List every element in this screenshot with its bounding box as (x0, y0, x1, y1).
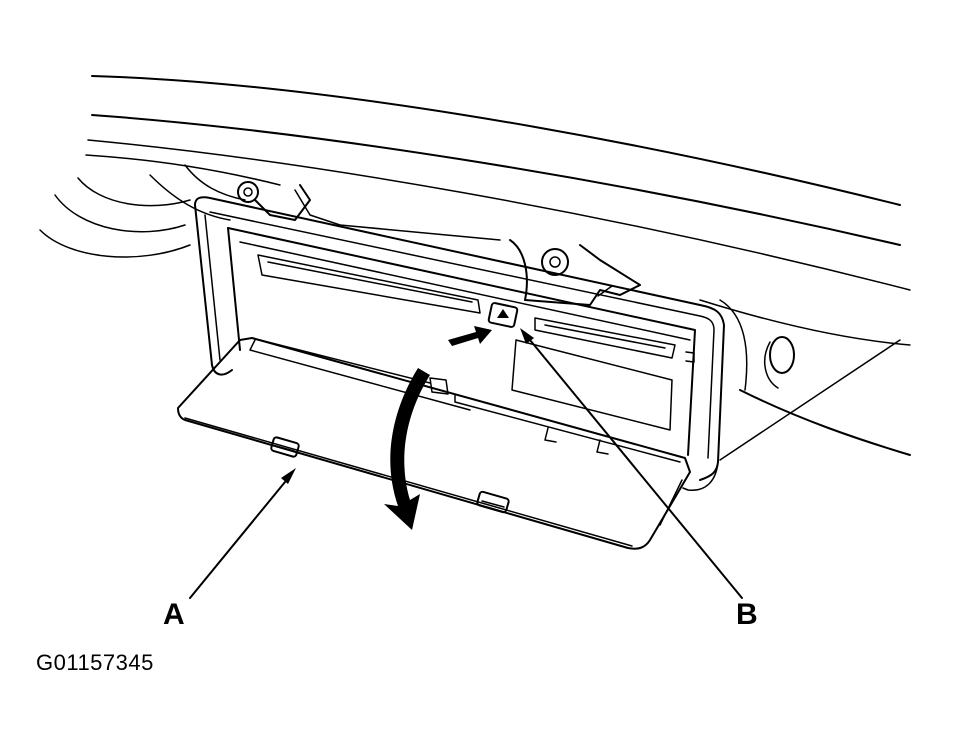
fuse-box-inner-panel (227, 227, 696, 456)
leader-line-a (189, 468, 296, 599)
fuse-box-housing (194, 196, 725, 491)
right-bolt-boss (719, 299, 795, 391)
open-direction-arrow (384, 368, 430, 530)
leader-line-b (520, 328, 743, 599)
dashboard-underside (85, 75, 911, 461)
release-tab-arrow (448, 326, 492, 346)
left-trim-curves (39, 164, 246, 258)
callout-label-b: B (736, 598, 758, 631)
right-mounting-bracket (509, 239, 641, 306)
callout-label-a: A (163, 598, 185, 631)
figure-id-label: G01157345 (36, 650, 154, 675)
left-mounting-bracket (237, 181, 501, 241)
fuse-box-cover (177, 337, 691, 550)
